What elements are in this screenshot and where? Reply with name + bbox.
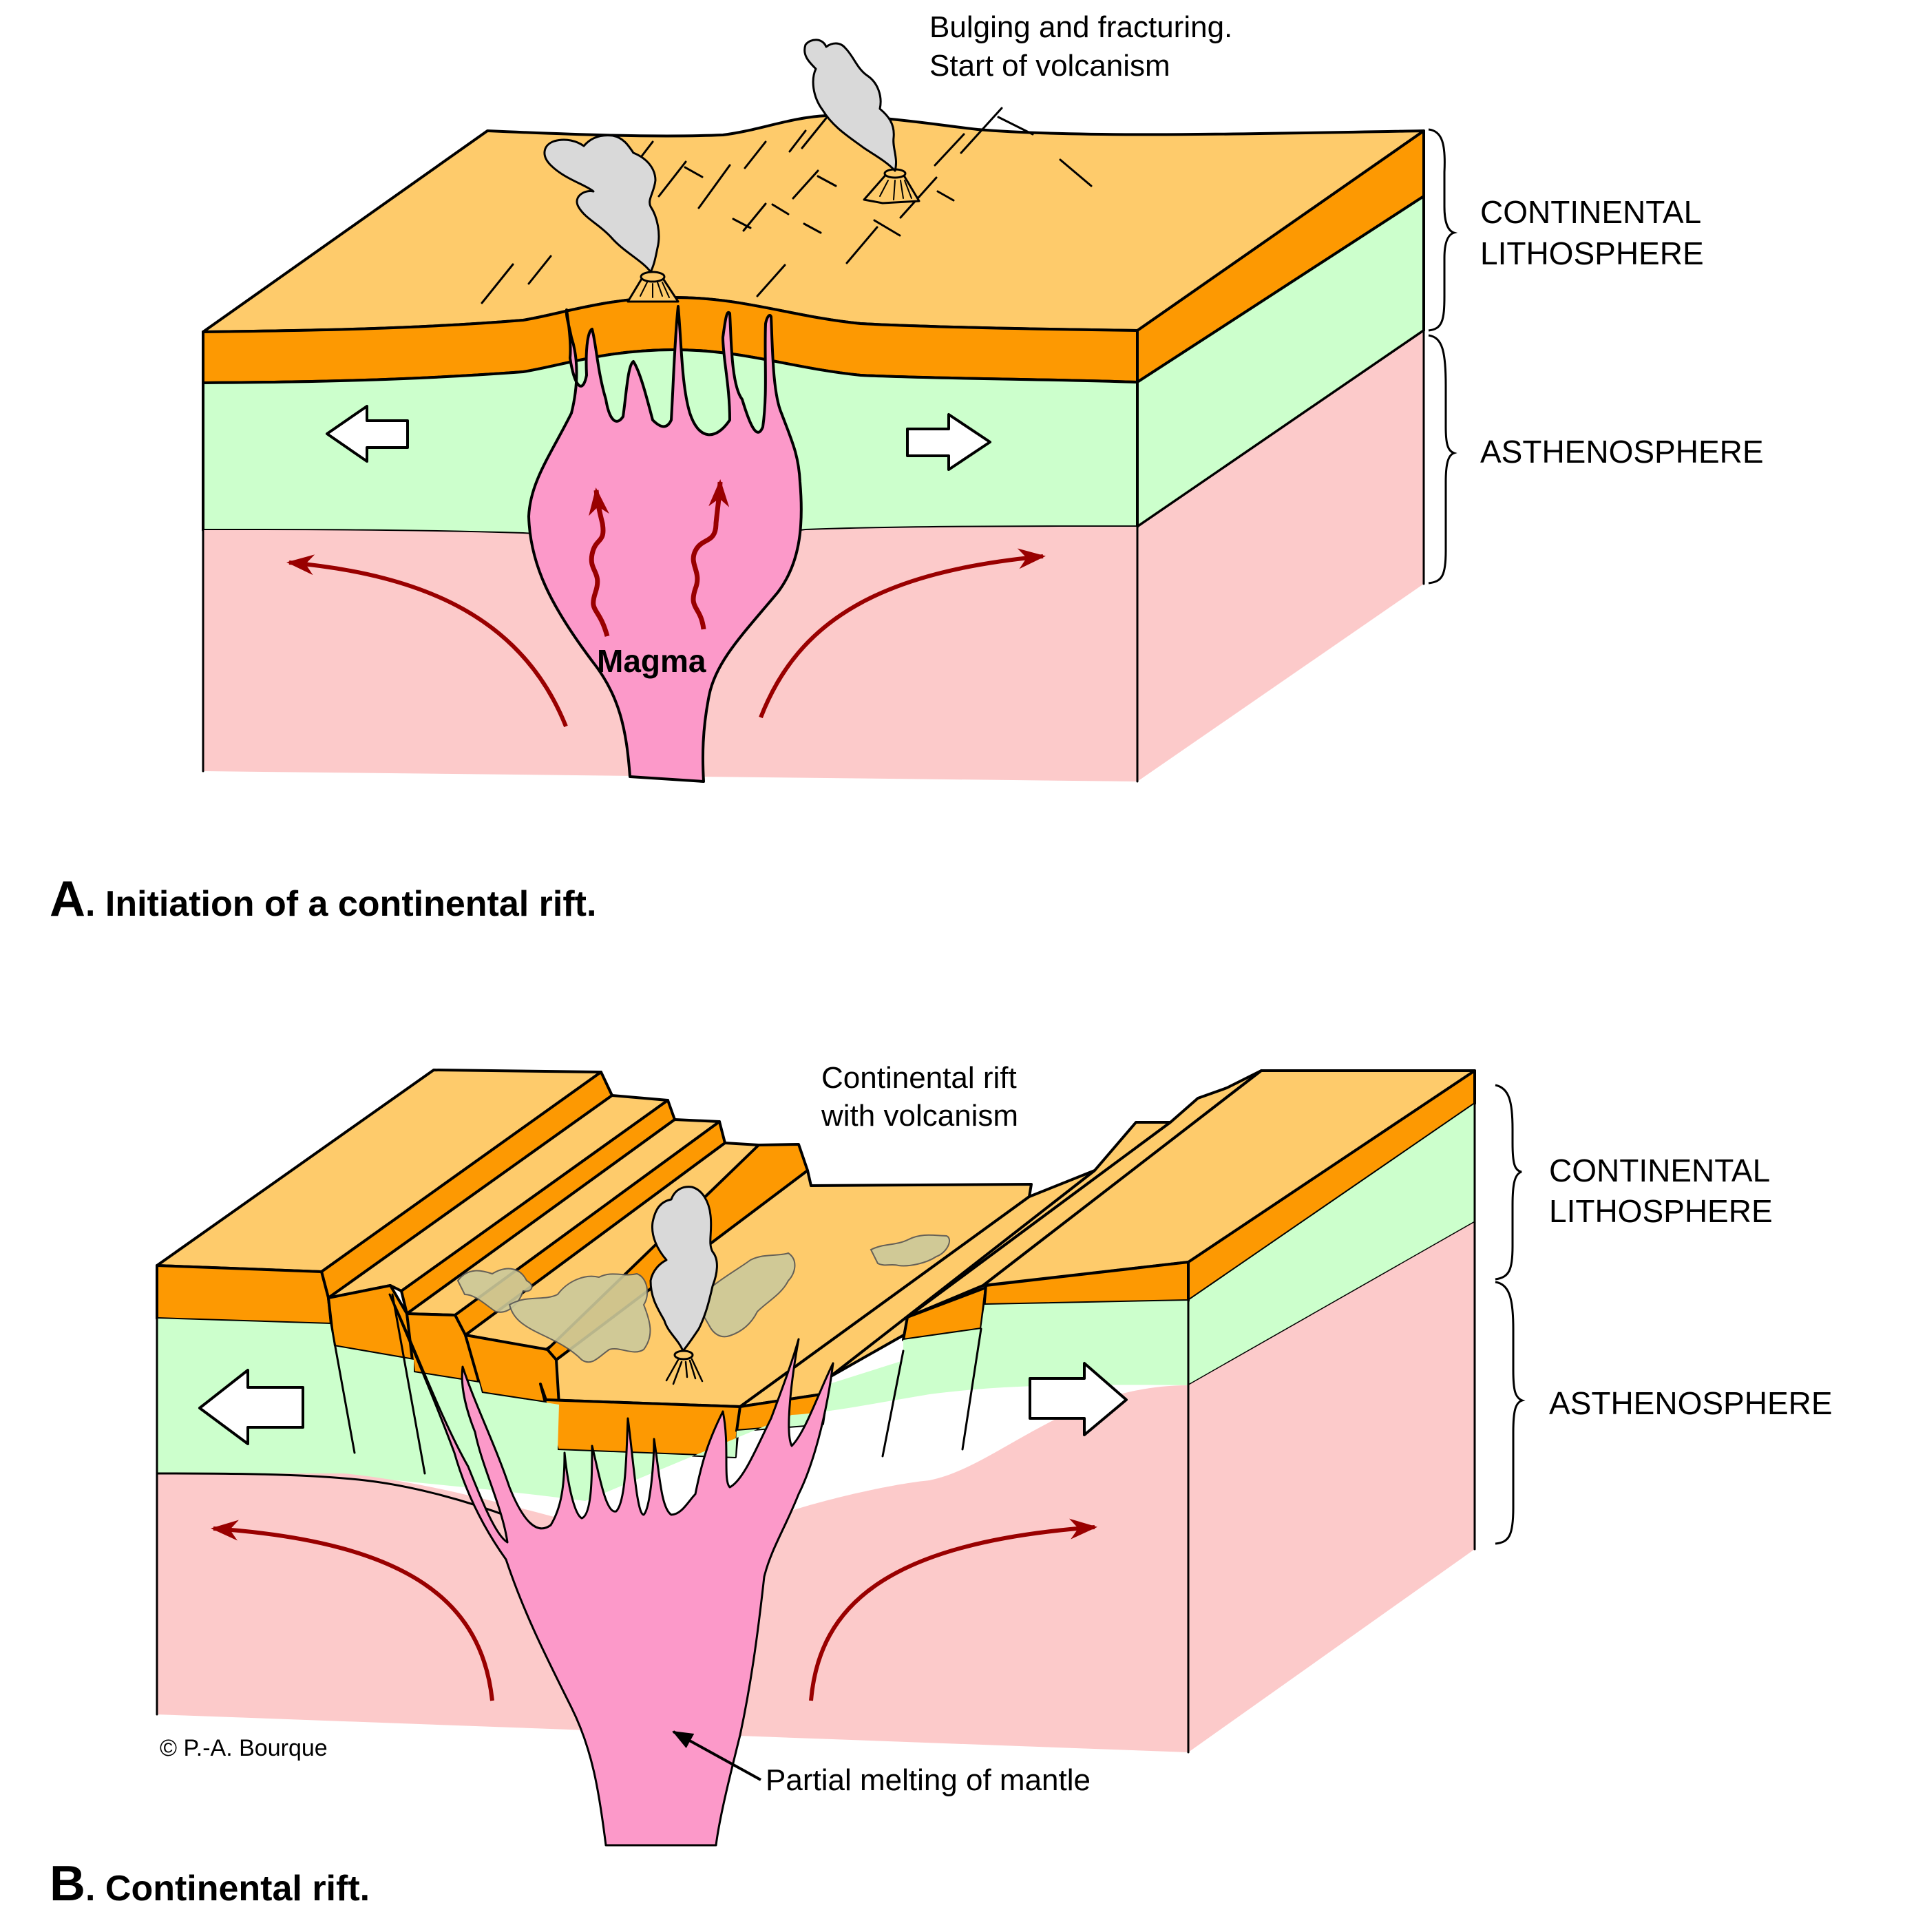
extension-arrow-right-a: [906, 413, 991, 471]
convection-arrow-left-b: [211, 1520, 494, 1701]
annotation-with-volcanism: with volcanism: [821, 1099, 1018, 1133]
front-crust-b-left: [156, 1264, 333, 1325]
extension-arrow-left-a: [326, 405, 409, 463]
ash-cloud-b: [649, 1186, 718, 1352]
label-lithosphere-a: LITHOSPHERE: [1480, 235, 1704, 271]
caption-a: A. Initiation of a continental rift.: [50, 872, 596, 927]
lava-flow-b-1: [456, 1268, 533, 1313]
brace-asthenosphere-a: [1428, 334, 1457, 585]
pointer-arrow-partial-melting: [672, 1730, 761, 1781]
label-continental-a: CONTINENTAL: [1480, 194, 1701, 230]
panel-b: CONTINENTAL LITHOSPHERE ASTHENOSPHERE Co…: [50, 1061, 1833, 1911]
extension-arrow-right-b: [1029, 1362, 1128, 1436]
copyright-text: © P.-A. Bourque: [160, 1735, 328, 1761]
caption-b-text: . Continental rift.: [85, 1869, 370, 1909]
convection-arrow-left-a: [286, 554, 568, 728]
convection-arrow-right-b: [809, 1518, 1097, 1701]
brace-lithosphere-a: [1428, 128, 1458, 332]
lava-flow-b-4: [870, 1234, 950, 1267]
ash-cloud-a-right: [803, 39, 898, 172]
caption-a-text: . Initiation of a continental rift.: [85, 884, 596, 924]
brace-lithosphere-b: [1495, 1084, 1522, 1281]
block-b-lithosphere-front: [157, 1301, 1188, 1501]
magma-body-b: [388, 1293, 834, 1847]
lava-flow-b-3: [694, 1252, 796, 1338]
caption-a-letter: A: [50, 872, 85, 927]
label-continental-b: CONTINENTAL: [1549, 1153, 1770, 1188]
volcano-b: [665, 1350, 704, 1385]
annotation-continental-rift: Continental rift: [821, 1061, 1017, 1095]
lava-flow-b-2: [508, 1272, 651, 1363]
label-partial-melting: Partial melting of mantle: [766, 1763, 1091, 1797]
magma-label: Magma: [597, 643, 706, 679]
block-a-side-face: [1136, 129, 1425, 781]
extension-arrow-left-b: [198, 1369, 304, 1445]
volcano-a-right: [863, 168, 920, 204]
label-asthenosphere-b: ASTHENOSPHERE: [1549, 1385, 1833, 1421]
magma-body-a: [527, 305, 803, 783]
caption-b: B. Continental rift.: [50, 1856, 370, 1911]
panel-a: CONTINENTAL LITHOSPHERE ASTHENOSPHERE Bu…: [50, 10, 1764, 927]
ash-cloud-a-left: [543, 134, 660, 273]
label-asthenosphere-a: ASTHENOSPHERE: [1480, 434, 1764, 470]
label-lithosphere-b: LITHOSPHERE: [1549, 1193, 1773, 1229]
fault-lines-b: [330, 1293, 982, 1475]
annotation-start-volcanism: Start of volcanism: [929, 49, 1170, 83]
magma-rise-arrow-right: [691, 479, 730, 630]
convection-arrow-right-a: [759, 548, 1046, 719]
volcano-a-left: [627, 271, 680, 303]
caption-b-letter: B: [50, 1856, 85, 1911]
annotation-bulging: Bulging and fracturing.: [929, 10, 1232, 44]
magma-rise-arrow-left: [589, 487, 610, 637]
brace-asthenosphere-b: [1495, 1281, 1526, 1545]
